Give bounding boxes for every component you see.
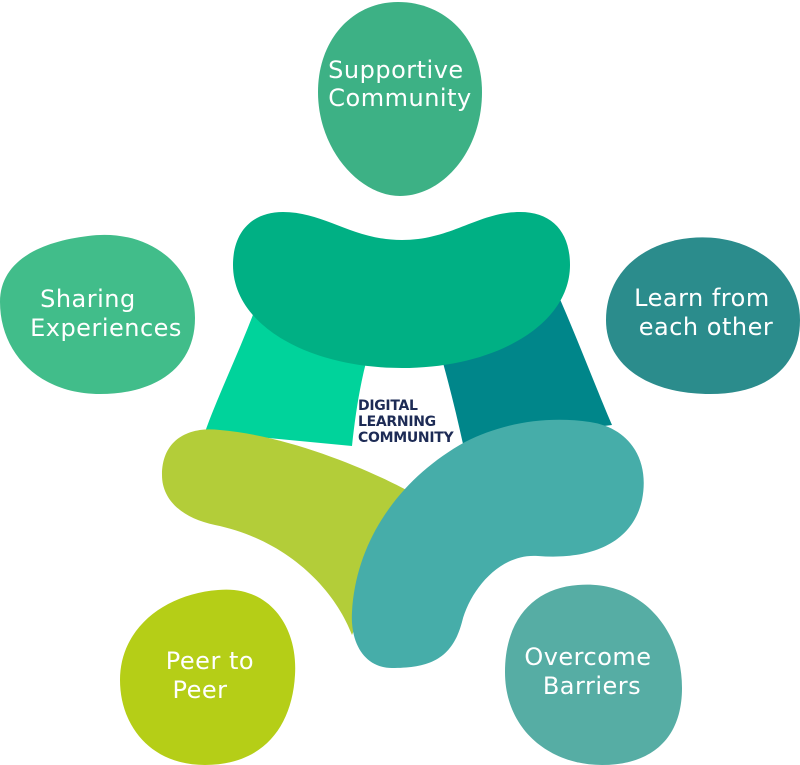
petal-supportive-community-label: Supportive Community xyxy=(328,56,472,112)
petal-learn-from-each-other: Learn from each other xyxy=(606,237,800,394)
arc-teal xyxy=(351,419,644,668)
center-line-1: DIGITAL xyxy=(358,398,418,414)
petal-sharing-experiences-label: Sharing Experiences xyxy=(30,285,182,342)
arc-lime xyxy=(162,429,410,635)
petal-sharing-experiences-shape xyxy=(0,234,195,394)
petal-overcome-barriers-label: Overcome Barriers xyxy=(524,643,659,700)
arc-top-green xyxy=(233,212,570,368)
petal-learn-from-each-other-shape xyxy=(606,237,800,394)
petal-peer-to-peer-shape xyxy=(120,589,296,765)
petal-peer-to-peer: Peer to Peer xyxy=(120,589,296,765)
petal-sharing-experiences: Sharing Experiences xyxy=(0,234,195,394)
center-hole xyxy=(340,345,465,470)
petal-peer-to-peer-label: Peer to Peer xyxy=(166,647,262,704)
petal-overcome-barriers: Overcome Barriers xyxy=(505,584,682,765)
petal-supportive-community: Supportive Community xyxy=(318,2,482,196)
center-line-3: COMMUNITY xyxy=(358,430,454,446)
petal-learn-from-each-other-label: Learn from each other xyxy=(634,284,778,341)
petal-overcome-barriers-shape xyxy=(505,584,682,765)
center-line-2: LEARNING xyxy=(358,414,436,430)
center-title: DIGITAL LEARNING COMMUNITY xyxy=(358,398,454,446)
petal-supportive-community-shape xyxy=(318,2,482,196)
